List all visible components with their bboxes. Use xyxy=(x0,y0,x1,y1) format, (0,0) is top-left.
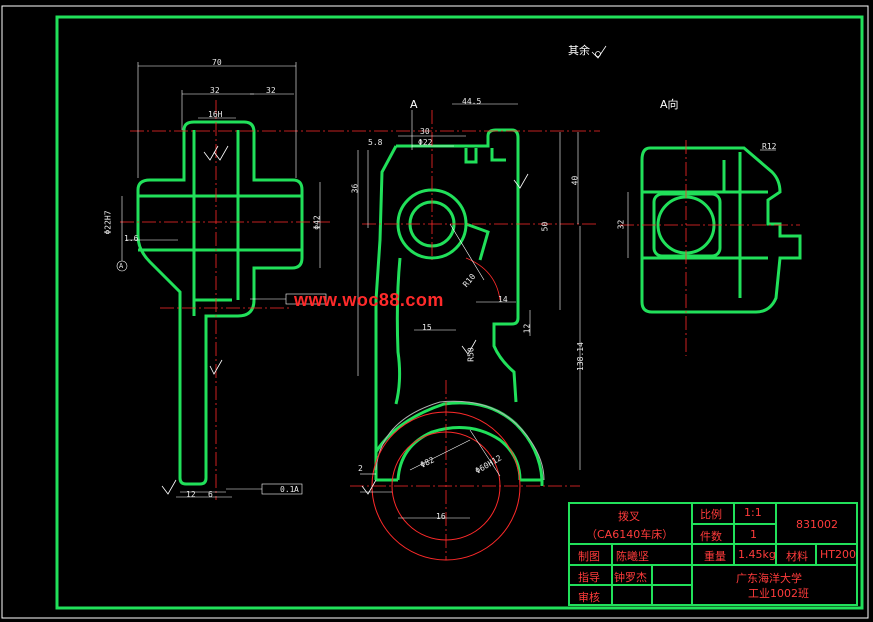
dim-bore-depth: Φ42 xyxy=(312,215,322,230)
dim-right-step: 32 xyxy=(266,86,276,95)
view-label: A向 xyxy=(660,98,679,111)
outer-frame xyxy=(1,5,869,619)
dim-14: 14 xyxy=(498,295,508,304)
drawing-border xyxy=(55,15,864,610)
dim-bottom-w1: 12 xyxy=(186,490,196,499)
fork-arc-shadow xyxy=(375,400,545,481)
dim-mid-h3: 50 xyxy=(540,221,550,232)
left-part-outline xyxy=(136,120,304,486)
front-notch-2 xyxy=(490,148,506,162)
front-dimension-lines xyxy=(357,103,581,519)
roughness-symbols xyxy=(161,45,607,495)
scale-value: 1:1 xyxy=(744,506,762,519)
watermark: www.woc88.com xyxy=(294,290,444,310)
left-view xyxy=(136,120,304,486)
material-value: HT200 xyxy=(820,548,856,561)
front-notch xyxy=(464,148,478,164)
machine-name: （CA6140车床） xyxy=(586,528,674,541)
roughness-note: 其余 xyxy=(568,44,590,57)
dim-inner-width: 32 xyxy=(210,86,220,95)
dim-bottom-datum: A xyxy=(294,485,299,494)
drafter-name: 陈曦坚 xyxy=(616,550,649,563)
weight-label: 重量 xyxy=(704,550,726,563)
fork-arc-outer xyxy=(374,401,544,486)
dim-2: 2 xyxy=(358,464,363,473)
front-center-lines xyxy=(330,110,600,561)
side-view xyxy=(640,146,802,314)
dim-15: 15 xyxy=(422,323,432,332)
front-inner-edge xyxy=(394,257,402,405)
datum-mark: A xyxy=(119,262,124,270)
dim-bottom-tol: 0.1 xyxy=(280,485,295,494)
roughness-icon xyxy=(591,45,607,59)
advisor-name: 钟罗杰 xyxy=(614,571,647,584)
dim-side-r: R12 xyxy=(762,142,777,151)
section-mark: A xyxy=(410,98,418,111)
side-outline xyxy=(640,146,802,314)
dim-bottom-w2: 6 xyxy=(208,490,213,499)
qty-value: 1 xyxy=(750,528,757,541)
dim-angle-r: R50 xyxy=(466,347,476,362)
dim-total-h: 138.14 xyxy=(575,342,585,371)
front-outline-right xyxy=(396,128,520,403)
school-name: 广东海洋大学 xyxy=(736,572,802,585)
dim-left-height: Φ22H7 xyxy=(103,210,113,235)
review-label: 审核 xyxy=(578,591,600,604)
dim-mid-h1: 36 xyxy=(350,183,360,194)
material-label: 材料 xyxy=(786,550,808,563)
dim-top-offset: 44.5 xyxy=(462,97,482,106)
class-name: 工业1002班 xyxy=(748,587,809,600)
side-center-lines xyxy=(620,140,800,356)
dim-side-w: 32 xyxy=(616,219,626,230)
front-outline-left xyxy=(374,145,398,480)
dim-16: 16 xyxy=(436,512,446,521)
scale-label: 比例 xyxy=(700,508,722,521)
left-center-lines xyxy=(120,100,330,500)
title-block xyxy=(568,502,858,606)
advisor-label: 指导 xyxy=(578,571,600,584)
weight-value: 1.45kg xyxy=(738,548,776,561)
dim-overall-width: 70 xyxy=(212,58,222,67)
dim-top-w: 30 xyxy=(420,127,430,136)
dim-mid-h2: 40 xyxy=(570,175,580,186)
drafter-label: 制图 xyxy=(578,550,600,563)
part-name: 拨叉 xyxy=(618,510,640,523)
dim-12: 12 xyxy=(522,323,532,334)
dim-top-left: 5.8 xyxy=(368,138,383,147)
dim-slot: 16H xyxy=(208,110,223,119)
left-dimension-lines xyxy=(116,62,327,498)
side-dimension-lines xyxy=(627,149,776,258)
dim-top-slot: Φ22 xyxy=(418,138,433,147)
front-web xyxy=(465,222,490,261)
drawing-number: 831002 xyxy=(796,518,838,531)
fork-arc-inner xyxy=(396,426,522,481)
dim-small: 1.6 xyxy=(124,234,139,243)
qty-label: 件数 xyxy=(700,530,722,543)
